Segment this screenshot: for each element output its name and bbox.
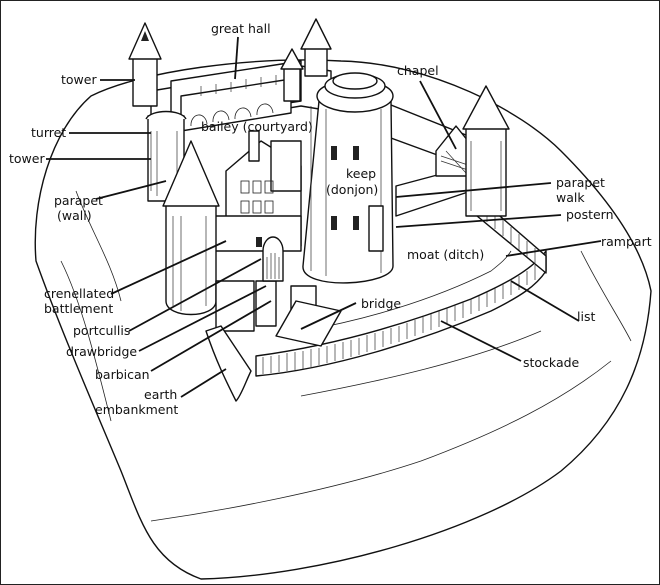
label-parapet-wall: parapet xyxy=(54,193,103,208)
label-parapet-walk: parapet xyxy=(556,175,605,190)
label-tower-top: tower xyxy=(61,72,97,87)
label-battlement: battlement xyxy=(44,301,113,316)
label-rampart: rampart xyxy=(601,234,652,249)
label-great-hall: great hall xyxy=(211,21,271,36)
label-moat: moat (ditch) xyxy=(407,247,484,262)
label-embankment: embankment xyxy=(95,402,178,417)
label-parapet-walk-2: walk xyxy=(556,190,585,205)
label-crenellated: crenellated xyxy=(44,286,114,301)
label-list: list xyxy=(577,309,595,324)
label-keep: keep xyxy=(346,166,376,181)
label-tower-left: tower xyxy=(9,151,45,166)
label-stockade: stockade xyxy=(523,355,580,370)
label-chapel: chapel xyxy=(397,63,439,78)
tower-back-left xyxy=(129,23,161,106)
label-barbican: barbican xyxy=(95,367,150,382)
label-donjon: (donjon) xyxy=(326,182,378,197)
tower-back-center xyxy=(301,19,331,76)
label-turret: turret xyxy=(31,125,66,140)
label-parapet-wall-2: (wall) xyxy=(57,208,92,223)
label-drawbridge: drawbridge xyxy=(66,344,137,359)
label-bridge: bridge xyxy=(361,296,401,311)
label-portcullis: portcullis xyxy=(73,323,130,338)
label-earth: earth xyxy=(144,387,177,402)
turret-small xyxy=(281,49,303,101)
label-bailey: bailey (courtyard) xyxy=(201,119,313,134)
label-postern: postern xyxy=(566,207,614,222)
